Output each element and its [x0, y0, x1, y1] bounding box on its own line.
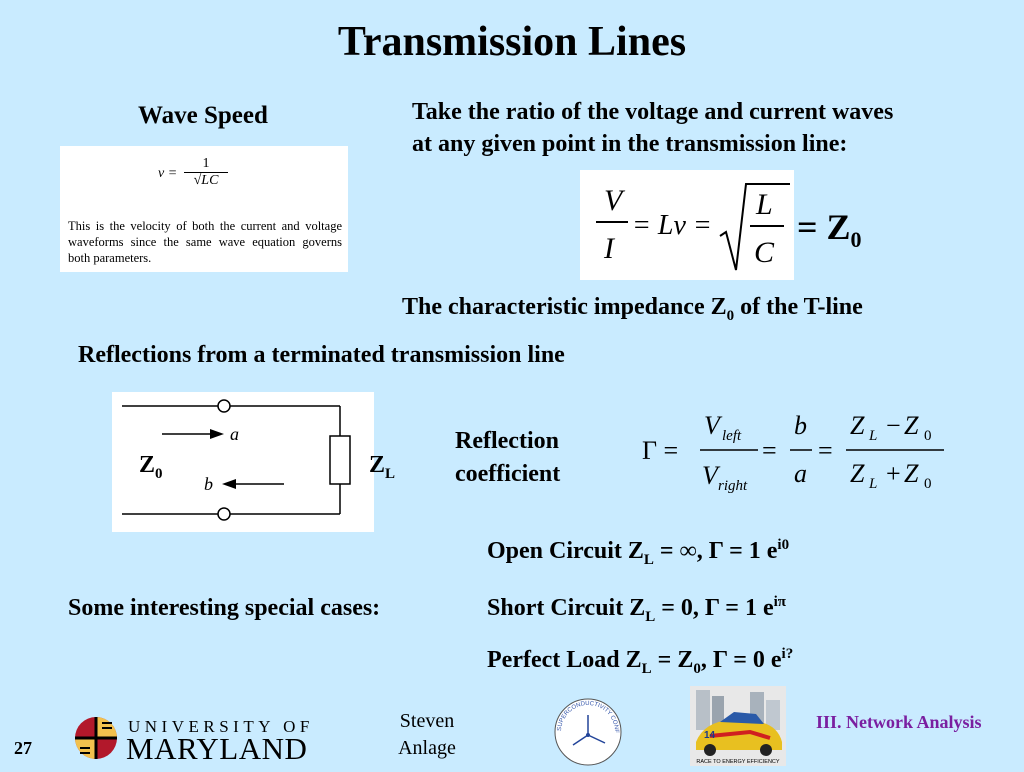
car-number: 14: [704, 730, 716, 741]
wave-a-label: a: [230, 424, 239, 444]
zl-label: ZL: [369, 452, 396, 482]
svg-text:left: left: [722, 428, 742, 444]
eq-I: I: [603, 232, 616, 265]
load-resistor: [329, 435, 351, 485]
z0-label: Z0: [139, 452, 163, 482]
wave-speed-fraction: 1 √LC: [184, 156, 228, 189]
svg-text:=: =: [762, 436, 777, 465]
eq-C: C: [754, 236, 775, 269]
special-cases-heading: Some interesting special cases:: [68, 595, 381, 621]
svg-text:0: 0: [924, 476, 932, 492]
umd-line1: UNIVERSITY OF: [128, 717, 314, 736]
svg-text:a: a: [794, 459, 807, 488]
ratio-equation-svg: V I = Lv = L C: [596, 183, 790, 271]
reflection-equation: Γ = V left V right = b a = Z L − Z 0 Z L…: [638, 402, 958, 502]
svg-text:=: =: [818, 436, 833, 465]
conference-logo-svg: APPLIED SUPERCONDUCTIVITY CONFERENCE: [551, 693, 622, 766]
race-car-logo: 14 RACE TO ENERGY EFFICIENCY: [690, 686, 786, 766]
svg-text:V: V: [704, 411, 723, 440]
svg-text:b: b: [794, 411, 807, 440]
gamma-eq: Γ =: [642, 436, 678, 465]
svg-text:Z: Z: [904, 459, 919, 488]
svg-text:Z: Z: [904, 411, 919, 440]
page-number: 27: [14, 738, 32, 758]
reflection-equation-svg: Γ = V left V right = b a = Z L − Z 0 Z L…: [642, 411, 944, 494]
svg-text:+: +: [886, 459, 901, 488]
umd-logo: UNIVERSITY OF MARYLAND: [74, 712, 326, 766]
svg-text:V: V: [702, 461, 721, 490]
reflections-heading: Reflections from a terminated transmissi…: [78, 342, 565, 368]
eq-sqrt-sign: [719, 183, 790, 271]
eq-V: V: [604, 184, 626, 217]
conference-logo: APPLIED SUPERCONDUCTIVITY CONFERENCE: [551, 693, 623, 767]
eq-mid: = Lv =: [632, 210, 712, 241]
svg-text:−: −: [886, 411, 901, 440]
circuit-diagram: a b: [112, 392, 374, 532]
fraction-numerator: 1: [184, 156, 228, 173]
umd-logo-svg: UNIVERSITY OF MARYLAND: [75, 717, 314, 766]
fraction-denominator: √LC: [193, 172, 219, 188]
circuit-svg: a b: [122, 399, 351, 521]
wave-speed-heading: Wave Speed: [138, 102, 268, 129]
svg-text:right: right: [718, 478, 748, 494]
ratio-text: Take the ratio of the voltage and curren…: [412, 96, 1012, 160]
race-text: RACE TO ENERGY EFFICIENCY: [696, 759, 779, 765]
svg-text:0: 0: [924, 428, 932, 444]
author: Steven Anlage: [398, 710, 456, 759]
ratio-text-line1: Take the ratio of the voltage and curren…: [412, 99, 894, 125]
section-label: III. Network Analysis: [816, 712, 982, 732]
characteristic-impedance-text: The characteristic impedance Z0 of the T…: [402, 294, 863, 324]
svg-text:Z: Z: [850, 459, 865, 488]
case-short-circuit: Short Circuit ZL = 0, Γ = 1 eiπ: [487, 594, 787, 625]
svg-text:Z: Z: [850, 411, 865, 440]
wave-speed-description: This is the velocity of both the current…: [68, 219, 342, 265]
equation-v: v =: [158, 166, 178, 181]
reflection-coefficient-label: Reflection coefficient: [455, 428, 561, 487]
ratio-text-line2: at any given point in the transmission l…: [412, 131, 848, 157]
ratio-equation-box: V I = Lv = L C: [580, 170, 794, 280]
arrow-b: [222, 479, 236, 489]
eq-L: L: [755, 188, 773, 221]
wave-speed-equation: v =: [158, 156, 177, 181]
svg-text:L: L: [868, 428, 877, 444]
race-car-svg: 14 RACE TO ENERGY EFFICIENCY: [690, 686, 786, 766]
wave-speed-box: v = 1 √LC This is the velocity of both t…: [60, 146, 348, 272]
slide-title: Transmission Lines: [337, 19, 687, 65]
z0-equation: = Z0: [797, 207, 862, 253]
maryland-flag-icon: [75, 717, 117, 759]
wave-b-label: b: [204, 474, 213, 494]
umd-line2: MARYLAND: [126, 731, 307, 762]
case-open-circuit: Open Circuit ZL = ∞, Γ = 1 ei0: [487, 537, 790, 568]
case-perfect-load: Perfect Load ZL = Z0, Γ = 0 ei?: [487, 646, 794, 677]
svg-text:L: L: [868, 476, 877, 492]
